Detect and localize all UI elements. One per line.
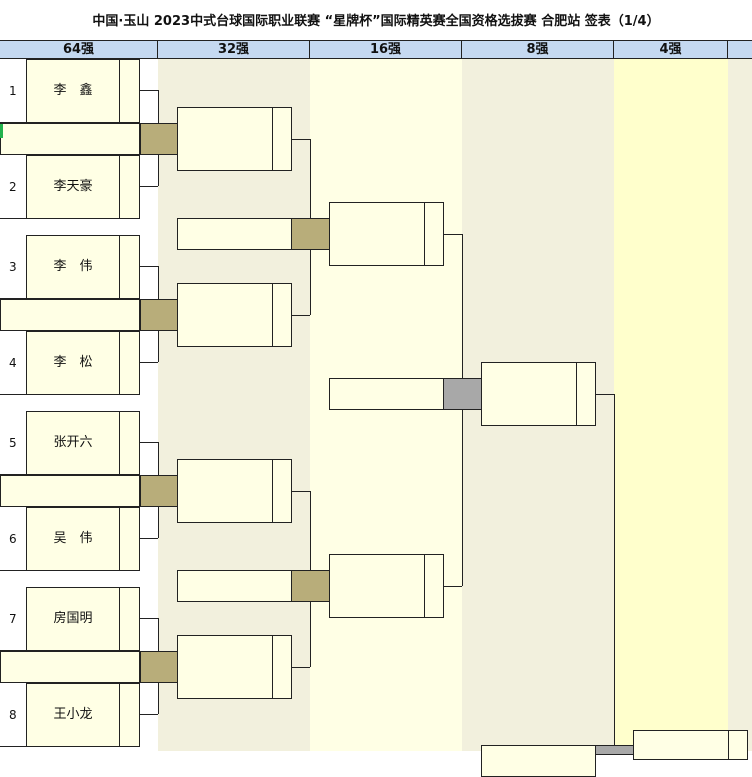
bracket-connector — [292, 667, 310, 668]
bracket-connector — [462, 234, 463, 586]
round-header: 64强 32强 16强 8强 4强 — [0, 40, 752, 59]
seed-number: 1 — [0, 59, 26, 123]
match-score-cell[interactable] — [595, 745, 634, 755]
score-cell[interactable] — [120, 155, 140, 219]
match-info-row[interactable] — [177, 218, 292, 250]
bracket-title: 中国·玉山 2023中式台球国际职业联赛 “星牌杯”国际精英赛全国资格选拔赛 合… — [92, 14, 660, 29]
bracket-connector — [596, 394, 614, 395]
bracket-connector — [444, 586, 462, 587]
match-score-cell[interactable] — [443, 378, 482, 410]
bracket-connector — [614, 394, 615, 751]
match-score-cell[interactable] — [140, 475, 178, 507]
score-cell[interactable] — [424, 554, 444, 618]
seed-number: 8 — [0, 683, 26, 747]
score-cell[interactable] — [272, 283, 292, 347]
score-cell[interactable] — [120, 411, 140, 475]
winner-slot-r4[interactable] — [633, 730, 729, 760]
score-cell[interactable] — [728, 730, 748, 760]
winner-slot-r8[interactable] — [481, 362, 577, 426]
seed-number: 4 — [0, 331, 26, 395]
winner-slot-r32[interactable] — [177, 107, 273, 171]
bracket-connector — [292, 491, 310, 492]
bracket-connector — [140, 714, 158, 715]
winner-slot-r32[interactable] — [177, 283, 273, 347]
match-info-row[interactable] — [329, 378, 444, 410]
player-name[interactable]: 李 伟 — [26, 235, 120, 299]
score-cell[interactable] — [120, 587, 140, 651]
score-cell[interactable] — [120, 235, 140, 299]
match-info-row[interactable] — [177, 570, 292, 602]
match-info-row[interactable] — [0, 299, 140, 331]
match-info-row[interactable] — [0, 651, 140, 683]
round-header-4: 4强 — [614, 41, 728, 58]
bracket-connector — [140, 186, 158, 187]
bracket-connector — [140, 90, 158, 91]
bracket-connector — [292, 139, 310, 140]
bracket-connector — [140, 618, 158, 619]
bracket-connector — [140, 538, 158, 539]
score-cell[interactable] — [120, 59, 140, 123]
round-header-64: 64强 — [0, 41, 158, 58]
column-final — [728, 59, 752, 751]
match-score-cell[interactable] — [140, 651, 178, 683]
winner-slot-r32[interactable] — [177, 459, 273, 523]
score-cell[interactable] — [120, 331, 140, 395]
match-score-cell[interactable] — [291, 218, 330, 250]
bracket-connector — [444, 234, 462, 235]
round-header-16: 16强 — [310, 41, 462, 58]
player-name[interactable]: 王小龙 — [26, 683, 120, 747]
player-name[interactable]: 吴 伟 — [26, 507, 120, 571]
score-cell[interactable] — [576, 362, 596, 426]
match-score-cell[interactable] — [291, 570, 330, 602]
player-name[interactable]: 房国明 — [26, 587, 120, 651]
seed-number: 7 — [0, 587, 26, 651]
score-cell[interactable] — [272, 459, 292, 523]
bracket-connector — [140, 266, 158, 267]
score-cell[interactable] — [424, 202, 444, 266]
winner-slot-r32[interactable] — [177, 635, 273, 699]
seed-number: 6 — [0, 507, 26, 571]
player-name[interactable]: 李 鑫 — [26, 59, 120, 123]
match-info-row[interactable] — [481, 745, 596, 777]
selection-marker — [0, 124, 3, 138]
seed-number: 5 — [0, 411, 26, 475]
round-header-8: 8强 — [462, 41, 614, 58]
seed-number: 3 — [0, 235, 26, 299]
player-name[interactable]: 李天豪 — [26, 155, 120, 219]
match-score-cell[interactable] — [140, 123, 178, 155]
seed-number: 2 — [0, 155, 26, 219]
match-info-row[interactable] — [0, 123, 140, 155]
match-info-row[interactable] — [0, 475, 140, 507]
column-4 — [614, 59, 728, 751]
player-name[interactable]: 李 松 — [26, 331, 120, 395]
bracket-connector — [140, 362, 158, 363]
match-score-cell[interactable] — [140, 299, 178, 331]
winner-slot-r16[interactable] — [329, 202, 425, 266]
score-cell[interactable] — [120, 507, 140, 571]
score-cell[interactable] — [272, 635, 292, 699]
bracket-connector — [292, 315, 310, 316]
score-cell[interactable] — [272, 107, 292, 171]
player-name[interactable]: 张开六 — [26, 411, 120, 475]
score-cell[interactable] — [120, 683, 140, 747]
bracket-connector — [140, 442, 158, 443]
winner-slot-r16[interactable] — [329, 554, 425, 618]
round-header-32: 32强 — [158, 41, 310, 58]
